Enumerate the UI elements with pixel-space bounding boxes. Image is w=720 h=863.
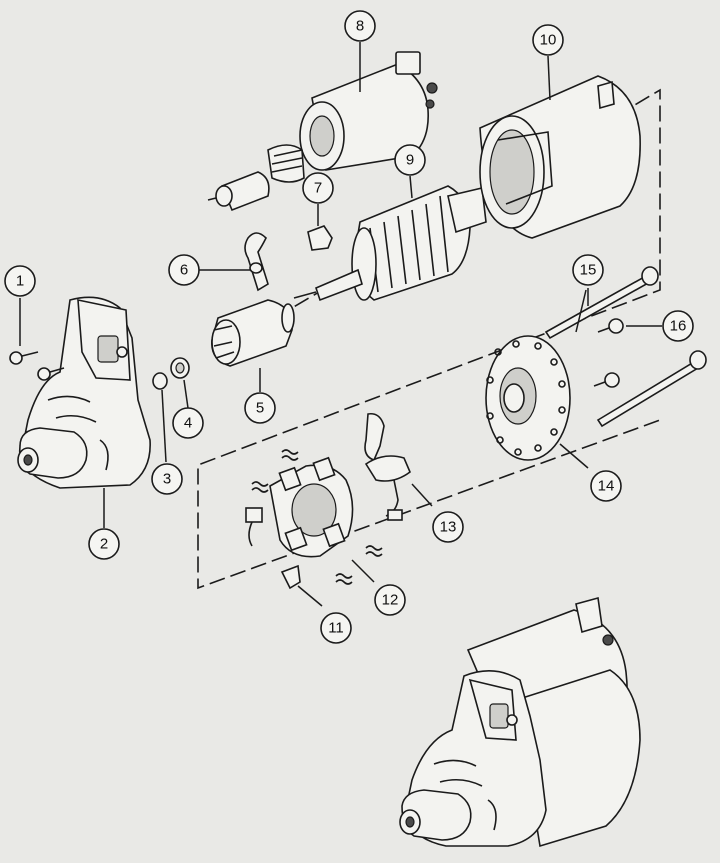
brushes — [245, 507, 301, 590]
svg-text:6: 6 — [180, 262, 188, 279]
svg-text:8: 8 — [356, 18, 364, 35]
yoke-field-frame — [479, 75, 641, 239]
rear-end-plate — [485, 335, 571, 461]
svg-text:10: 10 — [540, 32, 557, 49]
callout-7: 7 — [302, 172, 334, 204]
assembled-starter-motor — [399, 596, 641, 848]
callout-9: 9 — [394, 144, 426, 176]
callout-10: 10 — [532, 24, 564, 56]
callout-3: 3 — [151, 463, 183, 495]
svg-text:12: 12 — [382, 592, 399, 609]
callout-12: 12 — [374, 584, 406, 616]
mounting-screws — [9, 351, 65, 381]
pinion-clutch-assembly — [211, 299, 295, 367]
plate-screws — [593, 318, 624, 388]
svg-text:13: 13 — [440, 519, 457, 536]
callout-6: 6 — [168, 254, 200, 286]
svg-text:5: 5 — [256, 400, 264, 417]
svg-text:3: 3 — [163, 471, 171, 488]
callout-2: 2 — [88, 528, 120, 560]
callout-5: 5 — [244, 392, 276, 424]
through-bolts — [544, 266, 707, 428]
svg-text:16: 16 — [670, 318, 687, 335]
solenoid — [207, 51, 438, 212]
armature — [293, 185, 505, 302]
svg-text:15: 15 — [580, 262, 597, 279]
thrust-washer-small — [152, 372, 168, 390]
drive-end-housing — [17, 296, 151, 489]
lever-pivot-plate — [307, 225, 333, 251]
leader-lines — [19, 42, 662, 607]
callout-15: 15 — [572, 254, 604, 286]
callout-16: 16 — [662, 310, 694, 342]
callout-11: 11 — [320, 612, 352, 644]
brush-lead — [364, 412, 411, 521]
svg-text:14: 14 — [598, 478, 615, 495]
svg-text:7: 7 — [314, 180, 322, 197]
callout-4: 4 — [172, 407, 204, 439]
svg-text:11: 11 — [328, 620, 344, 637]
shift-lever — [244, 232, 269, 292]
callout-1: 1 — [4, 265, 36, 297]
svg-text:4: 4 — [184, 415, 192, 432]
svg-text:2: 2 — [100, 536, 108, 553]
svg-text:1: 1 — [16, 273, 24, 290]
callout-8: 8 — [344, 10, 376, 42]
brush-springs — [251, 449, 383, 585]
callout-14: 14 — [590, 470, 622, 502]
svg-text:9: 9 — [406, 152, 414, 169]
brush-holder — [269, 456, 354, 558]
callout-13: 13 — [432, 511, 464, 543]
